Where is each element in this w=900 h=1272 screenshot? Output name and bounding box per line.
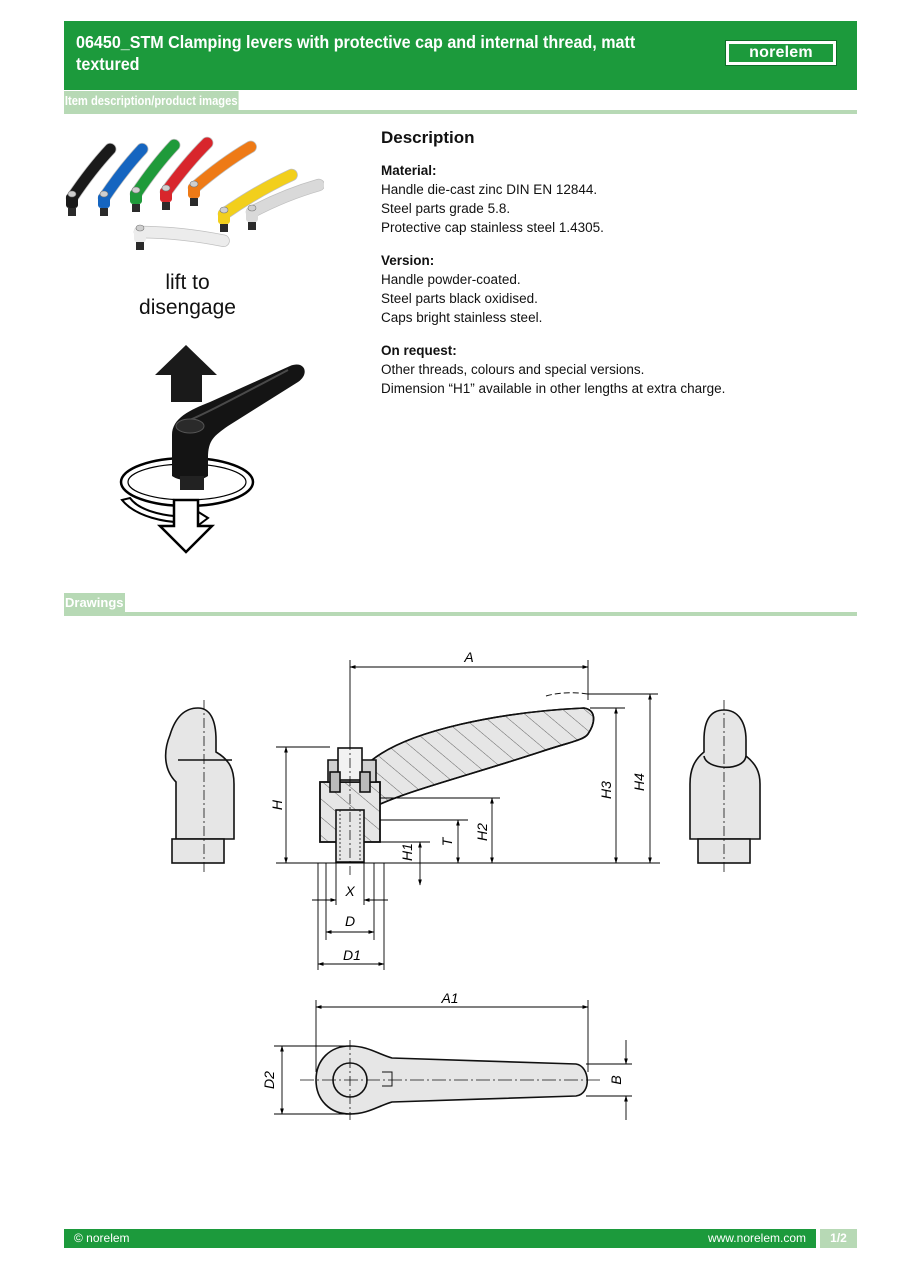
material-line: Handle die-cast zinc DIN EN 12844. [381,182,598,197]
lever-red [159,136,214,210]
section-divider-drawings [64,612,857,616]
material-block: Material: Handle die-cast zinc DIN EN 12… [381,161,841,237]
footer: © norelem www.norelem.com 1/2 [64,1229,857,1248]
footer-copyright: © norelem [74,1231,130,1245]
version-line: Steel parts black oxidised. [381,291,538,306]
arrow-down-icon [156,498,216,554]
dim-label-d2: D2 [261,1071,277,1089]
brand-logo: norelem [725,40,837,66]
on-request-line: Other threads, colours and special versi… [381,362,645,377]
version-line: Handle powder-coated. [381,272,521,287]
brand-logo-text: norelem [729,44,833,62]
version-block: Version: Handle powder-coated. Steel par… [381,251,841,327]
page-number: 1/2 [820,1229,857,1248]
dim-label-h2: H2 [474,823,490,841]
material-line: Protective cap stainless steel 1.4305. [381,220,604,235]
dim-label-a1: A1 [440,990,458,1006]
description-block: Description Material: Handle die-cast zi… [381,128,841,412]
footer-url[interactable]: www.norelem.com [707,1231,806,1245]
dim-label-d: D [345,913,355,929]
on-request-label: On request: [381,343,457,358]
footer-bar: © norelem www.norelem.com [64,1229,816,1248]
product-photo-levers [64,128,324,252]
end-view-right [689,700,761,872]
lever-blue [97,142,149,216]
section-label-drawings: Drawings [64,593,125,612]
lever-green [129,138,181,212]
lever-grey [245,178,324,230]
section-label-images: Item description/product images [64,91,239,110]
end-view-left [164,700,235,872]
dim-label-h1: H1 [399,843,415,861]
dim-label-a: A [463,649,473,665]
arrow-up-icon [155,345,217,402]
dim-label-x: X [344,883,355,899]
version-line: Caps bright stainless steel. [381,310,543,325]
material-line: Steel parts grade 5.8. [381,201,511,216]
on-request-block: On request: Other threads, colours and s… [381,341,841,398]
dim-label-t: T [439,836,455,846]
dimension-labels: A A1 X D D1 H H1 T H2 H3 H4 D2 B [261,649,647,1089]
lever-orange [187,140,257,206]
lever-yellow [217,168,298,232]
section-divider-images [64,110,857,114]
dim-label-h: H [269,799,285,810]
dim-label-b: B [608,1075,624,1084]
description-heading: Description [381,128,475,147]
usage-illustration [119,345,305,554]
top-view [300,1040,600,1120]
material-label: Material: [381,163,437,178]
on-request-line: Dimension “H1” available in other length… [381,381,726,396]
lever-white [133,224,230,250]
document-title: 06450_STM Clamping levers with protectiv… [76,32,636,74]
header-banner: 06450_STM Clamping levers with protectiv… [64,21,857,90]
dim-label-h4: H4 [631,773,647,791]
dim-label-h3: H3 [598,781,614,799]
dim-label-d1: D1 [343,947,361,963]
side-section-view [319,692,595,875]
version-label: Version: [381,253,435,268]
lever-black [65,142,117,216]
